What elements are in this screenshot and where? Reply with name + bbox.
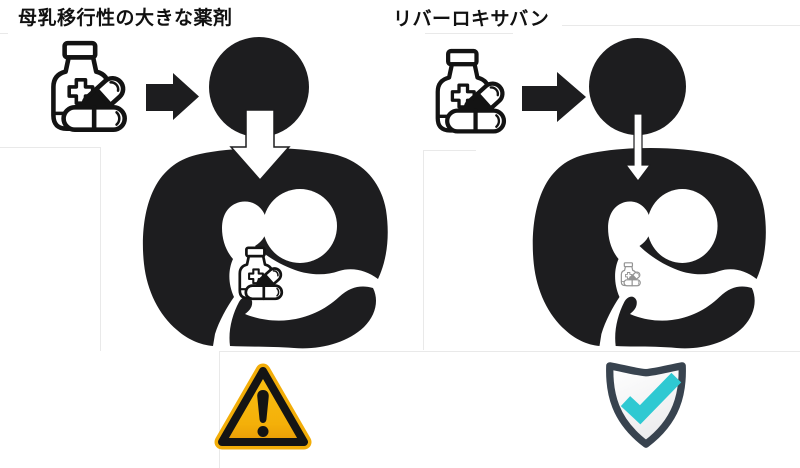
left-panel: 母乳移行性の大きな薬剤 [18, 8, 400, 450]
right-panel-title: リバーロキサバン [393, 9, 550, 30]
medicine-bottle-pills-icon [416, 48, 520, 143]
warning-triangle-icon [214, 363, 312, 450]
medicine-bottle-pills-icon [30, 40, 142, 142]
decorative-line [425, 33, 513, 34]
decorative-line [219, 351, 800, 352]
shield-check-icon [606, 362, 686, 448]
decorative-line [0, 147, 100, 148]
decorative-line [562, 25, 800, 26]
decorative-line [423, 150, 424, 350]
decorative-line [423, 150, 476, 151]
decorative-line [100, 147, 101, 351]
left-panel-title: 母乳移行性の大きな薬剤 [18, 8, 233, 29]
right-arrow-icon [522, 72, 586, 122]
decorative-line [219, 351, 220, 468]
milk-medicine-icon [226, 246, 292, 306]
right-panel: リバーロキサバン [393, 0, 800, 468]
thin-down-arrow-icon [624, 113, 652, 182]
decorative-line [0, 33, 8, 34]
thick-down-arrow-icon [229, 109, 291, 182]
milk-medicine-icon-faded [615, 262, 645, 289]
right-arrow-icon [146, 73, 199, 120]
